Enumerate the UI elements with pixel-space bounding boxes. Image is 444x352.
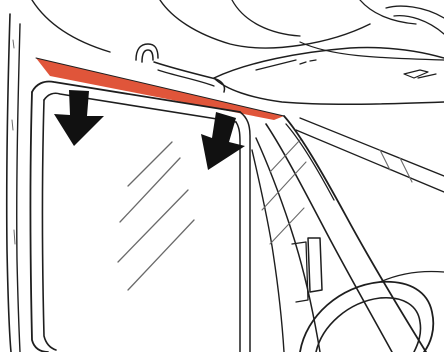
door-pillar: [7, 14, 20, 352]
arrow-down-icon: [201, 112, 245, 170]
sun-visor: [214, 47, 444, 104]
arrow-down-icon-right: [201, 112, 245, 170]
arrow-down-icon: [54, 90, 104, 146]
arrow-down-icon-left: [54, 90, 104, 146]
roof-lining: [32, 0, 444, 60]
windscreen: [296, 118, 444, 192]
